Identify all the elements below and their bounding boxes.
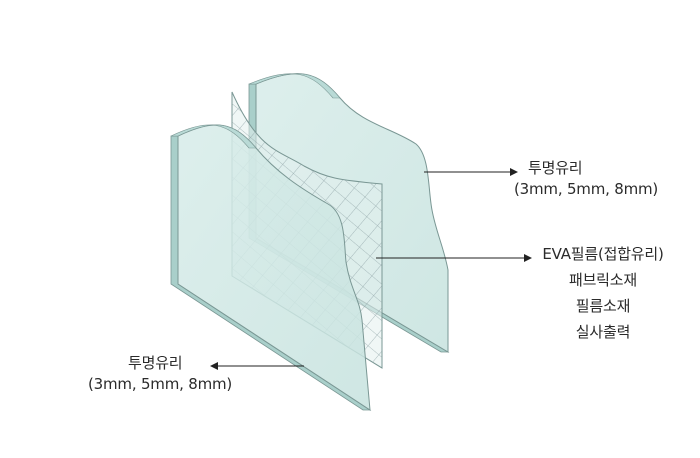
leader-front-glass: [210, 362, 304, 370]
leader-eva-film: [376, 254, 532, 262]
front-glass-pane: [170, 124, 372, 411]
interlayer-line-1: EVA필름(접합유리): [542, 245, 664, 263]
interlayer-label: EVA필름(접합유리) 패브릭소재 필름소재 실사출력: [528, 244, 678, 348]
front-glass-label: 투명유리 (3mm, 5mm, 8mm): [88, 353, 232, 395]
interlayer-line-2: 패브릭소재: [568, 271, 637, 289]
back-glass-name: 투명유리: [528, 159, 583, 177]
leader-back-glass: [424, 168, 518, 176]
front-glass-name: 투명유리: [128, 354, 183, 372]
interlayer-line-3: 필름소재: [575, 297, 631, 315]
front-glass-spec: (3mm, 5mm, 8mm): [88, 375, 233, 393]
back-glass-spec: (3mm, 5mm, 8mm): [514, 180, 659, 198]
back-glass-label: 투명유리 (3mm, 5mm, 8mm): [514, 158, 658, 200]
interlayer-line-4: 실사출력: [575, 323, 631, 341]
